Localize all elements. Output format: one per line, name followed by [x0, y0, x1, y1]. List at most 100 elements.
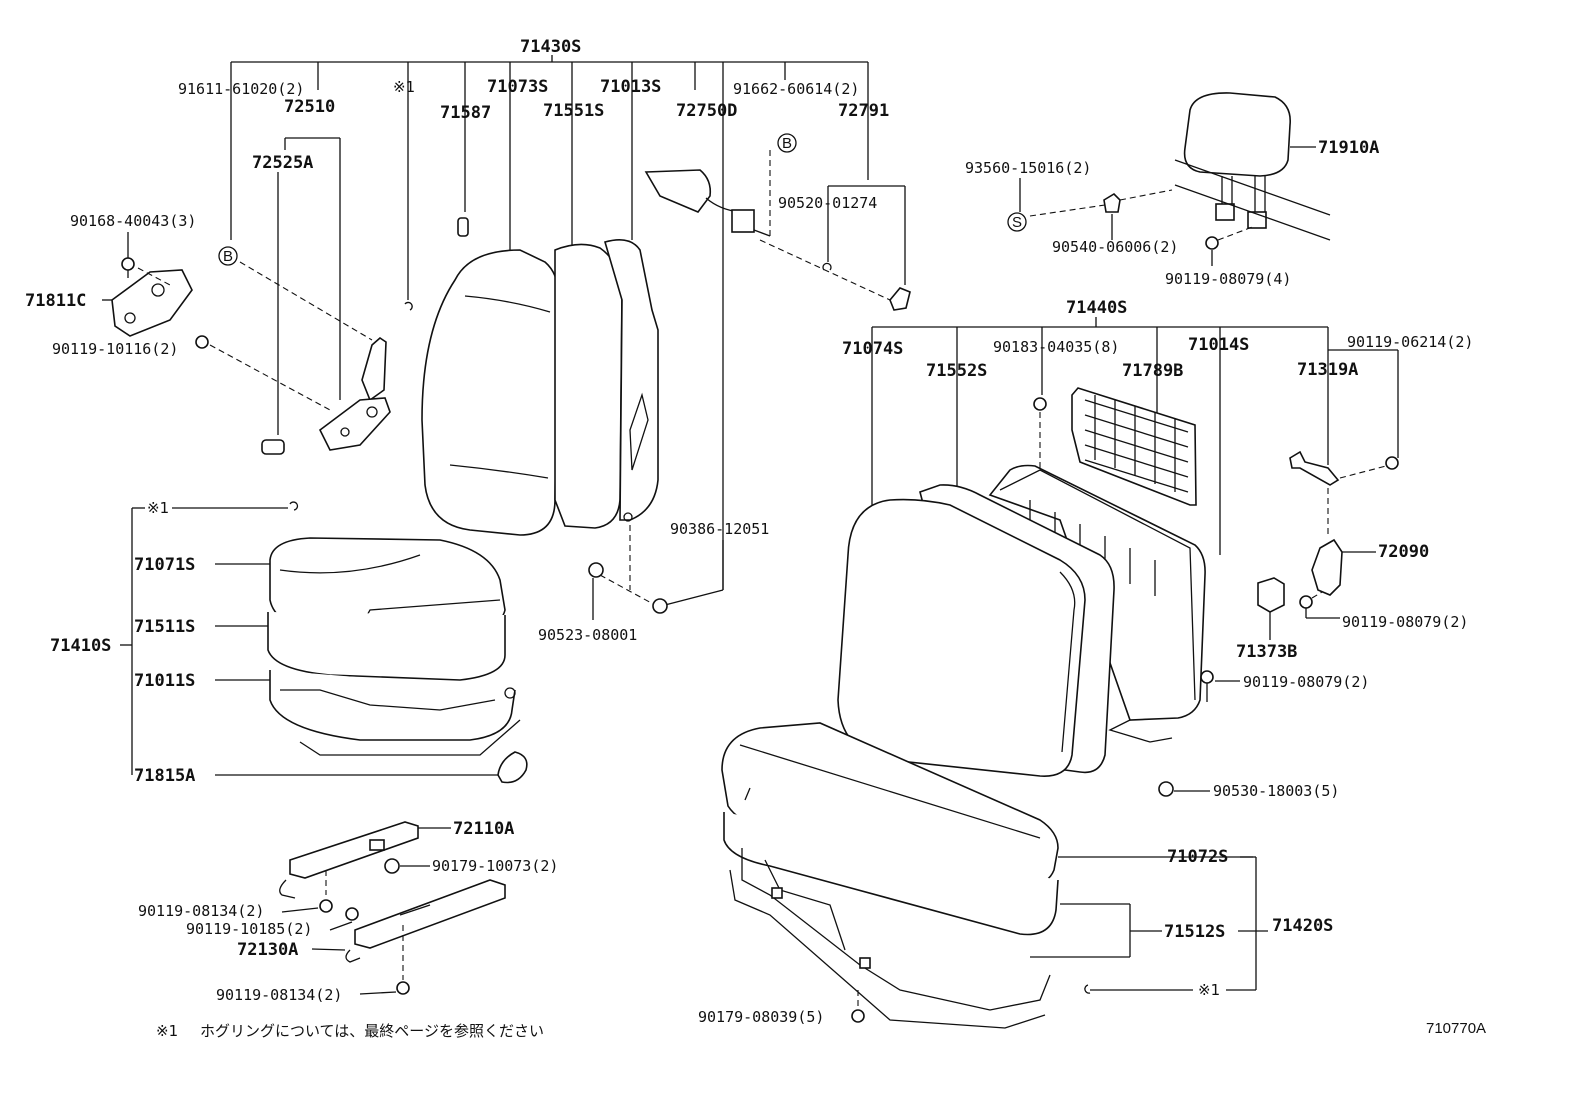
hog-ring-90520	[822, 262, 832, 271]
circle-b-left-letter: B	[223, 248, 233, 265]
label-90386-12051: 90386-12051	[670, 520, 769, 538]
label-71074S: 71074S	[842, 339, 903, 359]
part-72090-latch	[1311, 538, 1343, 596]
part-72750D-buckle	[644, 169, 771, 237]
label-90119-10185: 90119-10185(2)	[186, 920, 312, 938]
label-72090: 72090	[1378, 542, 1429, 562]
label-hog-ring-mark-top: ※1	[393, 78, 415, 96]
label-90530-18003: 90530-18003(5)	[1213, 782, 1339, 800]
bolt-90119-08079-2a	[1299, 595, 1313, 609]
label-71420S: 71420S	[1272, 916, 1333, 936]
label-71551S: 71551S	[543, 101, 604, 121]
label-71071S: 71071S	[134, 555, 195, 575]
part-72791-cover	[889, 287, 911, 311]
nut-90523	[588, 562, 604, 578]
clip-90183	[1033, 397, 1047, 411]
label-71815A: 71815A	[134, 766, 195, 786]
label-71073S: 71073S	[487, 77, 548, 97]
label-72750D: 72750D	[676, 101, 737, 121]
label-91611-61020: 91611-61020(2)	[178, 80, 304, 98]
label-71552S: 71552S	[926, 361, 987, 381]
label-90183-04035: 90183-04035(8)	[993, 338, 1119, 356]
label-hog-ring-mark-left: ※1	[147, 499, 169, 517]
bracket-71420S	[1030, 856, 1268, 991]
label-90119-08079-2b: 90119-08079(2)	[1243, 673, 1369, 691]
label-71410S: 71410S	[50, 636, 111, 656]
circle-b-left	[218, 246, 238, 266]
part-71815A-knob	[497, 751, 528, 784]
part-71011S-cushion-frame	[269, 670, 521, 756]
label-90119-08134-upper: 90119-08134(2)	[138, 902, 264, 920]
label-71910A: 71910A	[1318, 138, 1379, 158]
part-72510-recliner	[284, 137, 391, 451]
label-71512S: 71512S	[1164, 922, 1225, 942]
label-71072S: 71072S	[1167, 847, 1228, 867]
hog-ring-bottom	[1084, 984, 1091, 994]
label-90119-06214: 90119-06214(2)	[1347, 333, 1473, 351]
circle-b-right-letter: B	[782, 135, 792, 152]
label-71014S: 71014S	[1188, 335, 1249, 355]
label-90523-08001: 90523-08001	[538, 626, 637, 644]
label-72791: 72791	[838, 101, 889, 121]
circle-s	[1007, 212, 1027, 232]
label-72525A: 72525A	[252, 153, 313, 173]
circle-s-letter: S	[1012, 214, 1022, 231]
bolt-90530-18003	[1158, 781, 1174, 797]
label-72510: 72510	[284, 97, 335, 117]
part-72110A-adjuster	[279, 821, 419, 899]
part-71910A-headrest	[1174, 92, 1331, 241]
hog-ring-left	[289, 501, 299, 511]
label-71811C: 71811C	[25, 291, 86, 311]
footnote-mark: ※1	[156, 1022, 178, 1040]
hog-ring-top	[404, 301, 413, 311]
bolt-90119-08134-lower	[396, 981, 410, 995]
label-91662-60614: 91662-60614(2)	[733, 80, 859, 98]
bolt-90119-08079-4	[1205, 236, 1219, 250]
part-71811C-cover	[111, 269, 193, 337]
label-90540-06006: 90540-06006(2)	[1052, 238, 1178, 256]
label-71013S: 71013S	[600, 77, 661, 97]
bolt-90168	[121, 257, 135, 278]
group-71430S-bracket	[230, 55, 869, 590]
clip-90179-08039	[851, 1009, 865, 1023]
part-71319A-bracket	[1289, 450, 1340, 486]
label-71430S: 71430S	[520, 37, 581, 57]
bolt-90119-10116	[195, 335, 209, 349]
part-rear-cushion-frame	[729, 848, 1051, 1029]
label-90179-10073: 90179-10073(2)	[432, 857, 558, 875]
bolt-90119-08134-upper	[319, 899, 333, 913]
label-71373B: 71373B	[1236, 642, 1297, 662]
part-71789B-net	[1071, 387, 1197, 506]
label-71440S: 71440S	[1066, 298, 1127, 318]
label-71319A: 71319A	[1297, 360, 1358, 380]
part-71511S-cushion-pad	[267, 612, 506, 681]
label-90119-08079-2a: 90119-08079(2)	[1342, 613, 1468, 631]
label-72130A: 72130A	[237, 940, 298, 960]
part-71512S-cushion-pad	[723, 787, 1059, 936]
label-93560-15016: 93560-15016(2)	[965, 159, 1091, 177]
label-71587: 71587	[440, 103, 491, 123]
label-hog-ring-mark-bottom: ※1	[1198, 981, 1220, 999]
nut-90386	[652, 598, 668, 614]
label-90119-10116: 90119-10116(2)	[52, 340, 178, 358]
nut-90179-10073	[384, 858, 400, 874]
label-71511S: 71511S	[134, 617, 195, 637]
part-90540-06006	[1103, 192, 1121, 213]
part-71013S-back-frame	[604, 239, 659, 522]
circle-b-right	[777, 133, 797, 153]
bolt-90119-06214	[1385, 456, 1399, 470]
part-71073S-back-cover	[421, 249, 560, 536]
part-71551S-back-pad	[554, 243, 623, 529]
footnote-text: ホグリングについては、最終ページを参照ください	[200, 1022, 544, 1040]
label-90119-08134-lower: 90119-08134(2)	[216, 986, 342, 1004]
figure-code: 710770A	[1426, 1020, 1486, 1037]
bolt-90119-10185	[345, 907, 359, 921]
label-71011S: 71011S	[134, 671, 195, 691]
part-72130A-adjuster	[345, 879, 506, 963]
label-90179-08039: 90179-08039(5)	[698, 1008, 824, 1026]
label-71789B: 71789B	[1122, 361, 1183, 381]
part-71373B-cover	[1257, 577, 1285, 613]
part-71587-pin	[457, 217, 469, 237]
label-72110A: 72110A	[453, 819, 514, 839]
